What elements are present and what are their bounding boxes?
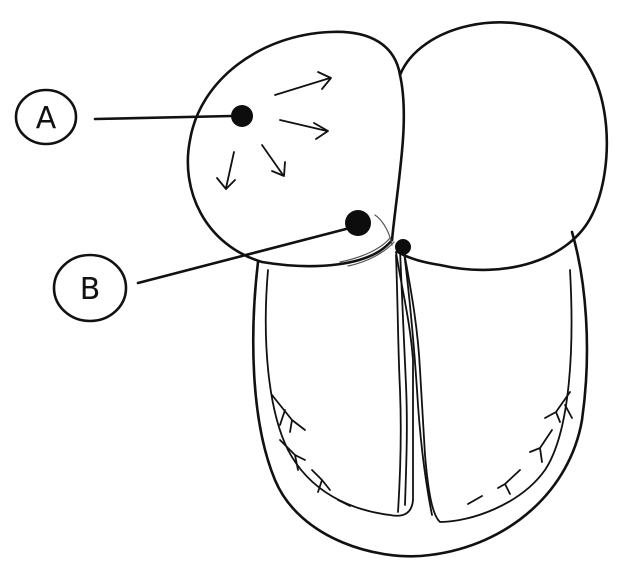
purkinje-fibers-left bbox=[272, 395, 350, 506]
leader-line-b bbox=[138, 229, 346, 283]
left-atrium-outline bbox=[398, 22, 607, 270]
av-node-dot bbox=[345, 210, 371, 236]
chamber-left-inner-wall bbox=[266, 252, 413, 516]
leader-line-a bbox=[95, 116, 232, 119]
arrow-down-right bbox=[262, 145, 285, 176]
arrow-upper-right bbox=[275, 72, 331, 95]
bundle-branch-left-inner bbox=[396, 255, 401, 512]
arrow-down bbox=[217, 152, 235, 189]
right-atrium-outline bbox=[188, 32, 404, 266]
conduction-arrows bbox=[217, 72, 331, 189]
ventricles-outline bbox=[253, 232, 587, 556]
label-b: B bbox=[80, 272, 101, 307]
sa-node-dot bbox=[231, 105, 253, 127]
arrow-right bbox=[280, 120, 328, 139]
label-a: A bbox=[36, 101, 57, 136]
chamber-right-inner-wall bbox=[404, 252, 572, 522]
bundle-of-his-dot bbox=[395, 239, 411, 255]
